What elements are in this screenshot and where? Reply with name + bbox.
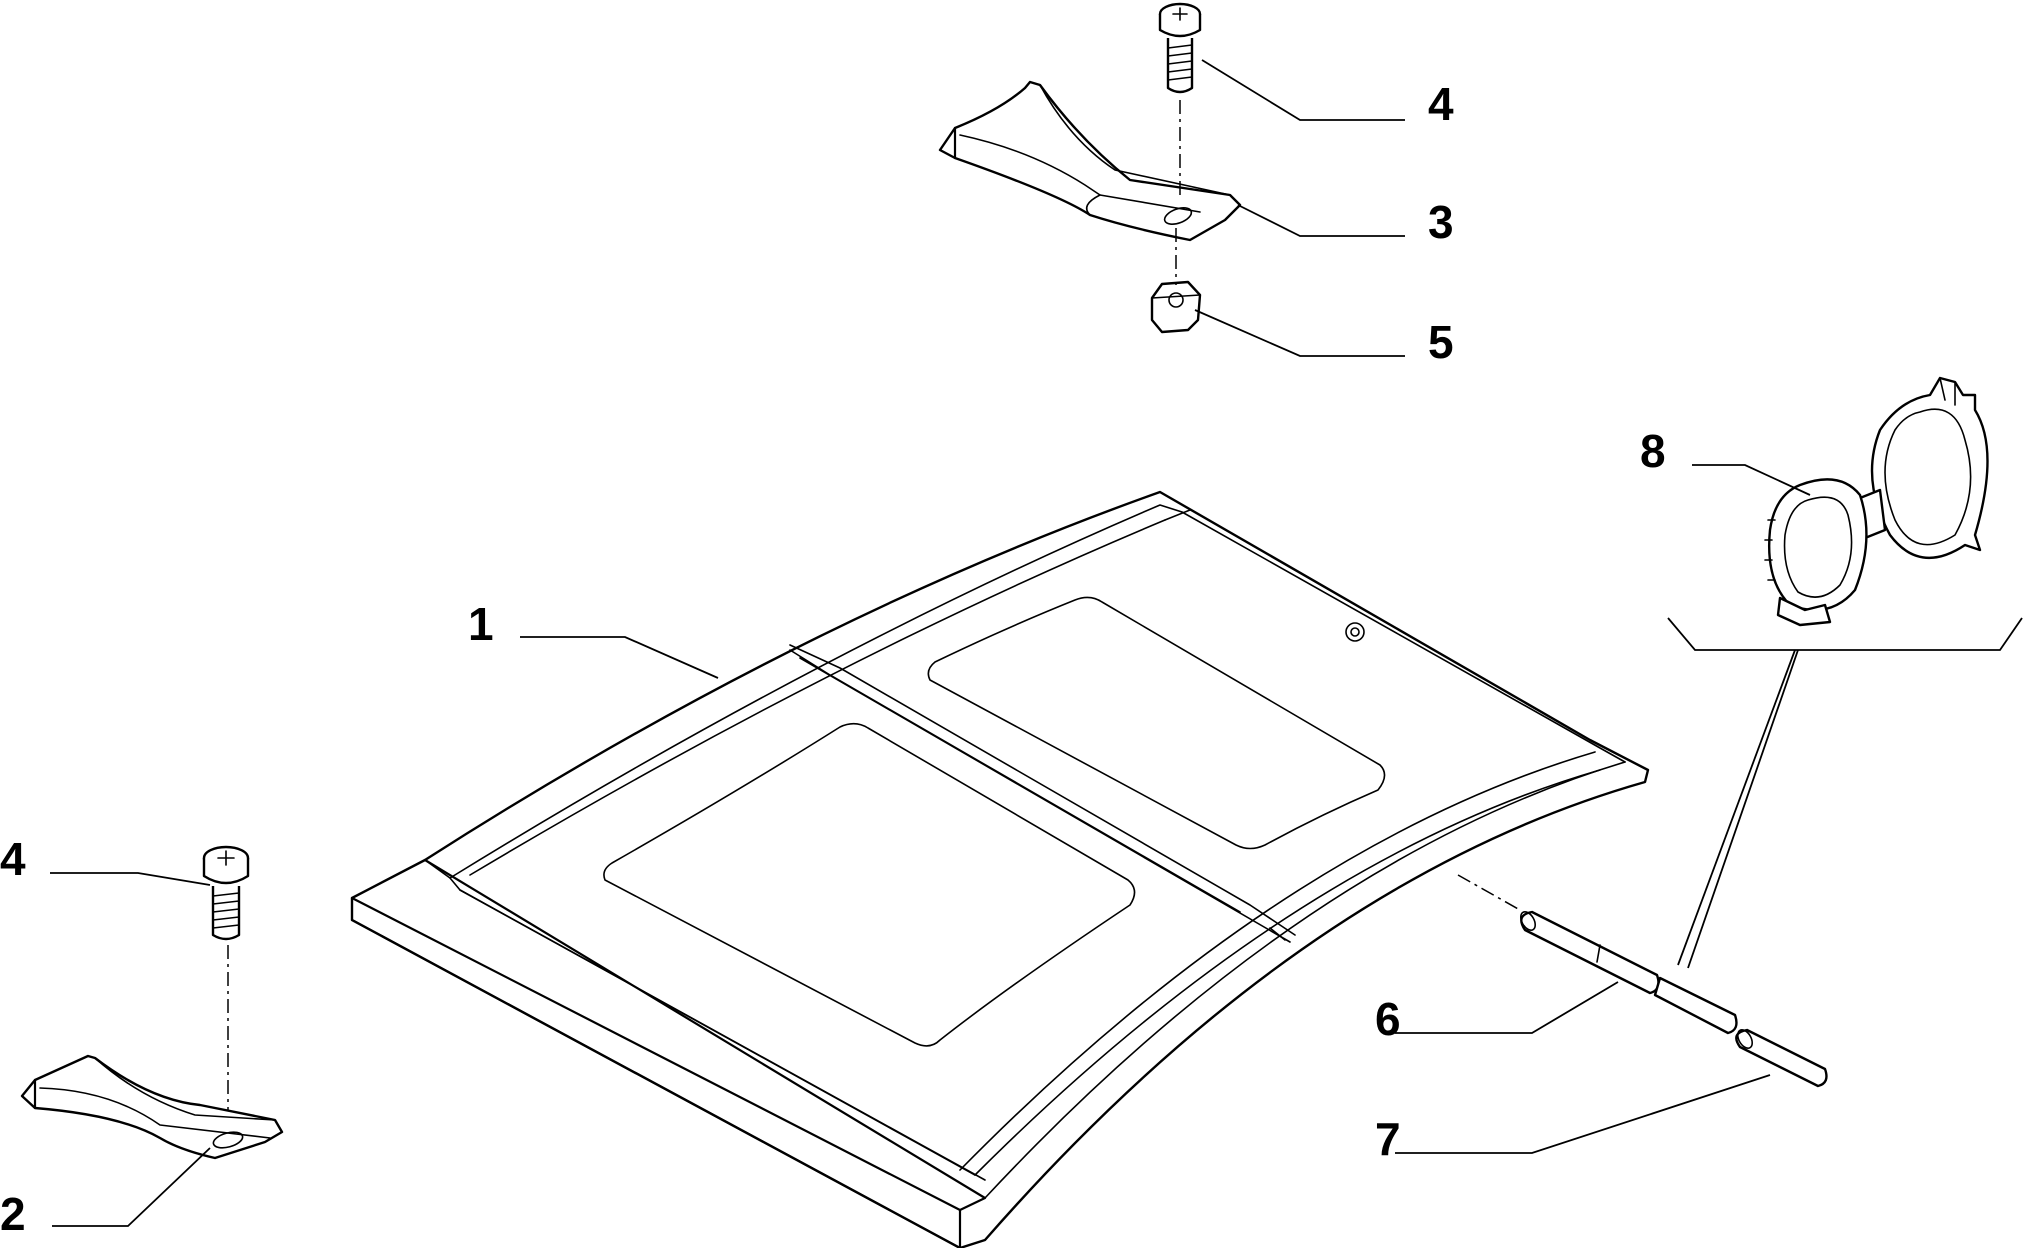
callout-2: 2	[0, 1188, 26, 1240]
callout-3: 3	[1428, 196, 1454, 248]
leader-lines	[50, 59, 1811, 1227]
rod-icon	[1735, 1028, 1828, 1088]
callout-4-left: 4	[0, 833, 26, 885]
callout-4-top: 4	[1428, 78, 1454, 130]
bracket-icon	[20, 1054, 284, 1160]
screw-icon	[1158, 2, 1202, 94]
bracket-icon	[938, 80, 1242, 242]
nut-icon	[1150, 280, 1202, 334]
callout-6: 6	[1375, 993, 1401, 1045]
roof-panel-icon	[350, 490, 1650, 1248]
callout-7: 7	[1375, 1113, 1401, 1165]
rod-icon	[1519, 910, 1738, 1035]
screw-icon	[202, 845, 250, 941]
hinged-clip-icon	[1764, 376, 1989, 627]
callout-5: 5	[1428, 316, 1454, 368]
callout-1: 1	[468, 598, 494, 650]
callout-8: 8	[1640, 425, 1666, 477]
